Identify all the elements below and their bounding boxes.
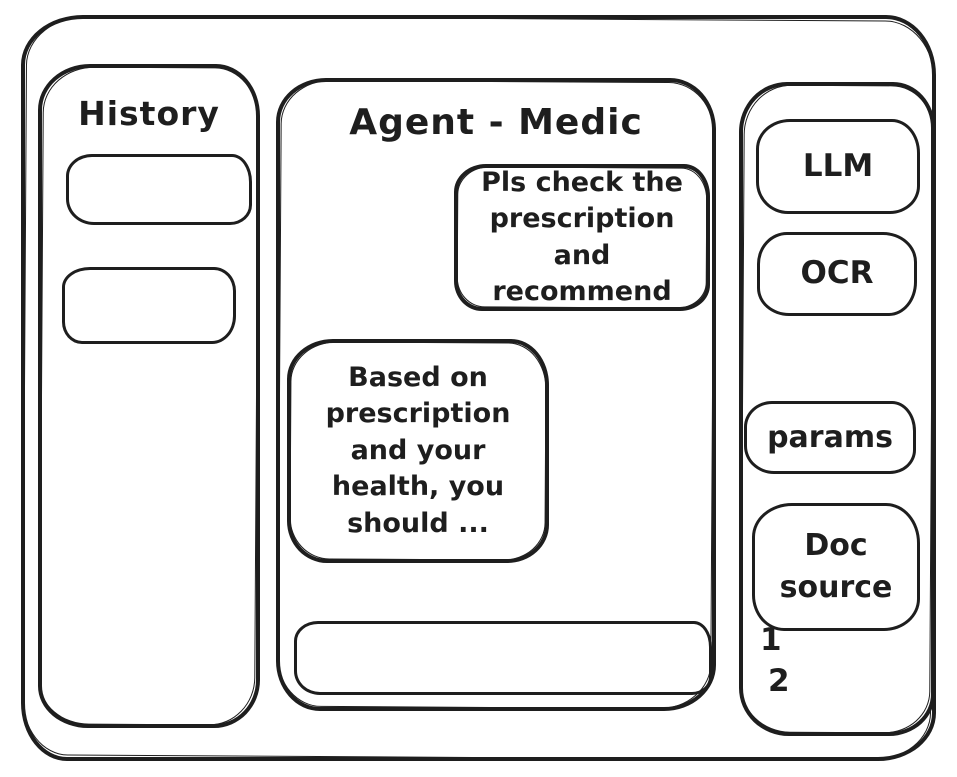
history-panel: History <box>38 64 260 728</box>
history-item[interactable] <box>66 154 252 225</box>
agent-message-bubble: Based on prescription and your health, y… <box>287 339 549 563</box>
chat-title: Agent - Medic <box>349 102 643 143</box>
doc-source-button[interactable]: Doc source <box>752 503 920 631</box>
doc-source-item[interactable]: 1 <box>760 622 782 658</box>
chat-panel: Agent - Medic Pls check the prescription… <box>276 78 716 711</box>
history-item[interactable] <box>62 267 236 344</box>
params-button[interactable]: params <box>744 401 916 474</box>
tools-panel: LLM OCR params Doc source 1 2 <box>739 82 935 736</box>
user-message-bubble: Pls check the prescription and recommend <box>454 164 710 311</box>
llm-button[interactable]: LLM <box>756 119 920 214</box>
ocr-button[interactable]: OCR <box>757 232 917 316</box>
message-input[interactable] <box>294 621 712 695</box>
history-title: History <box>78 94 220 133</box>
doc-source-item[interactable]: 2 <box>768 663 790 699</box>
